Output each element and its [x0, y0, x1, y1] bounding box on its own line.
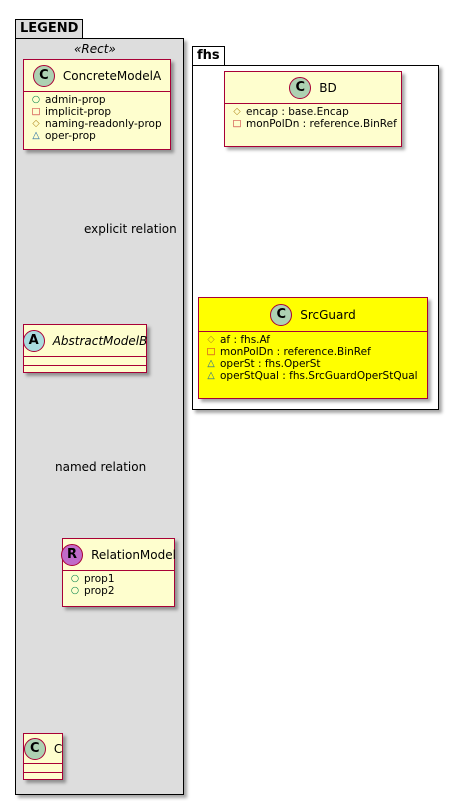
class-c[interactable]: C C	[23, 733, 63, 780]
legend-package-tab: LEGEND	[15, 19, 84, 39]
class-header: A AbstractModelB	[22, 325, 148, 357]
public-visibility-icon: ○	[70, 573, 80, 584]
private-visibility-icon: □	[31, 106, 41, 117]
attribute-text: operSt : fhs.OperSt	[220, 358, 321, 370]
private-visibility-icon: □	[232, 118, 242, 129]
public-visibility-icon: ○	[31, 94, 41, 105]
attribute-row: ◇ encap : base.Encap	[231, 106, 401, 118]
attribute-row: △ operStQual : fhs.SrcGuardOperStQual	[205, 370, 427, 382]
attribute-row: △ operSt : fhs.OperSt	[205, 358, 427, 370]
class-name: C	[53, 741, 63, 756]
attribute-text: implicit-prop	[45, 106, 112, 118]
attribute-list: ○ admin-prop □ implicit-prop ◇ naming-re…	[24, 92, 170, 145]
attribute-text: naming-readonly-prop	[45, 118, 162, 130]
package-visibility-icon: △	[207, 358, 215, 369]
class-relation-model[interactable]: R RelationModel ○ prop1 ○ prop2	[61, 538, 176, 607]
attribute-row: □ monPolDn : reference.BinRef	[231, 118, 401, 130]
class-c-icon: C	[289, 76, 312, 99]
attribute-row: ○ admin-prop	[30, 94, 170, 106]
class-abstract-model-b[interactable]: A AbstractModelB	[22, 324, 148, 373]
class-name: BD	[319, 80, 337, 95]
attribute-row: ○ prop1	[69, 573, 174, 585]
class-header: R RelationModel	[61, 539, 176, 571]
class-src-guard[interactable]: C SrcGuard ◇ af : fhs.Af □ monPolDn : re…	[198, 297, 428, 399]
class-name: AbstractModelB	[52, 333, 148, 348]
class-header: C BD	[225, 72, 401, 104]
attribute-row: ◇ naming-readonly-prop	[30, 118, 170, 130]
fhs-package-tab: fhs	[192, 46, 225, 66]
attribute-row: □ monPolDn : reference.BinRef	[205, 346, 427, 358]
attribute-text: prop2	[84, 585, 115, 597]
class-header: C ConcreteModelA	[24, 60, 170, 92]
class-bd[interactable]: C BD ◇ encap : base.Encap □ monPolDn : r…	[224, 71, 402, 147]
named-relation-label: named relation	[55, 460, 147, 474]
attribute-list: ◇ encap : base.Encap □ monPolDn : refere…	[225, 104, 401, 133]
protected-visibility-icon: ◇	[207, 334, 215, 345]
legend-stereotype: «Rect»	[74, 42, 116, 56]
attribute-row: ◇ af : fhs.Af	[205, 334, 427, 346]
attribute-list: ○ prop1 ○ prop2	[63, 571, 174, 600]
class-concrete-model-a[interactable]: C ConcreteModelA ○ admin-prop □ implicit…	[23, 59, 171, 150]
class-name: RelationModel	[91, 547, 176, 562]
attribute-text: monPolDn : reference.BinRef	[246, 118, 397, 130]
attribute-text: admin-prop	[45, 94, 106, 106]
package-visibility-icon: △	[32, 130, 40, 141]
legend-package	[15, 38, 184, 795]
abstract-class-icon: A	[22, 329, 45, 352]
attribute-compartment	[24, 764, 62, 773]
attribute-compartment	[24, 357, 146, 366]
class-c-icon: C	[270, 303, 293, 326]
class-name: ConcreteModelA	[62, 68, 162, 83]
attribute-text: af : fhs.Af	[220, 334, 271, 346]
attribute-row: □ implicit-prop	[30, 106, 170, 118]
class-header: C SrcGuard	[199, 298, 427, 332]
class-name: SrcGuard	[300, 307, 356, 322]
class-header: C C	[23, 734, 63, 764]
protected-visibility-icon: ◇	[233, 106, 241, 117]
legend-package-title: LEGEND	[20, 21, 79, 36]
package-visibility-icon: △	[207, 370, 215, 381]
class-c-icon: C	[23, 737, 46, 760]
fhs-package-title: fhs	[197, 48, 220, 63]
attribute-text: monPolDn : reference.BinRef	[220, 346, 371, 358]
relation-class-icon: R	[61, 543, 84, 566]
protected-visibility-icon: ◇	[32, 118, 40, 129]
attribute-text: oper-prop	[45, 130, 96, 142]
private-visibility-icon: □	[206, 346, 216, 357]
attribute-text: encap : base.Encap	[246, 106, 349, 118]
attribute-text: operStQual : fhs.SrcGuardOperStQual	[220, 370, 418, 382]
attribute-row: △ oper-prop	[30, 130, 170, 142]
attribute-text: prop1	[84, 573, 115, 585]
public-visibility-icon: ○	[70, 585, 80, 596]
explicit-relation-label: explicit relation	[84, 222, 177, 236]
class-c-icon: C	[32, 64, 55, 87]
attribute-row: ○ prop2	[69, 585, 174, 597]
attribute-list: ◇ af : fhs.Af □ monPolDn : reference.Bin…	[199, 332, 427, 385]
